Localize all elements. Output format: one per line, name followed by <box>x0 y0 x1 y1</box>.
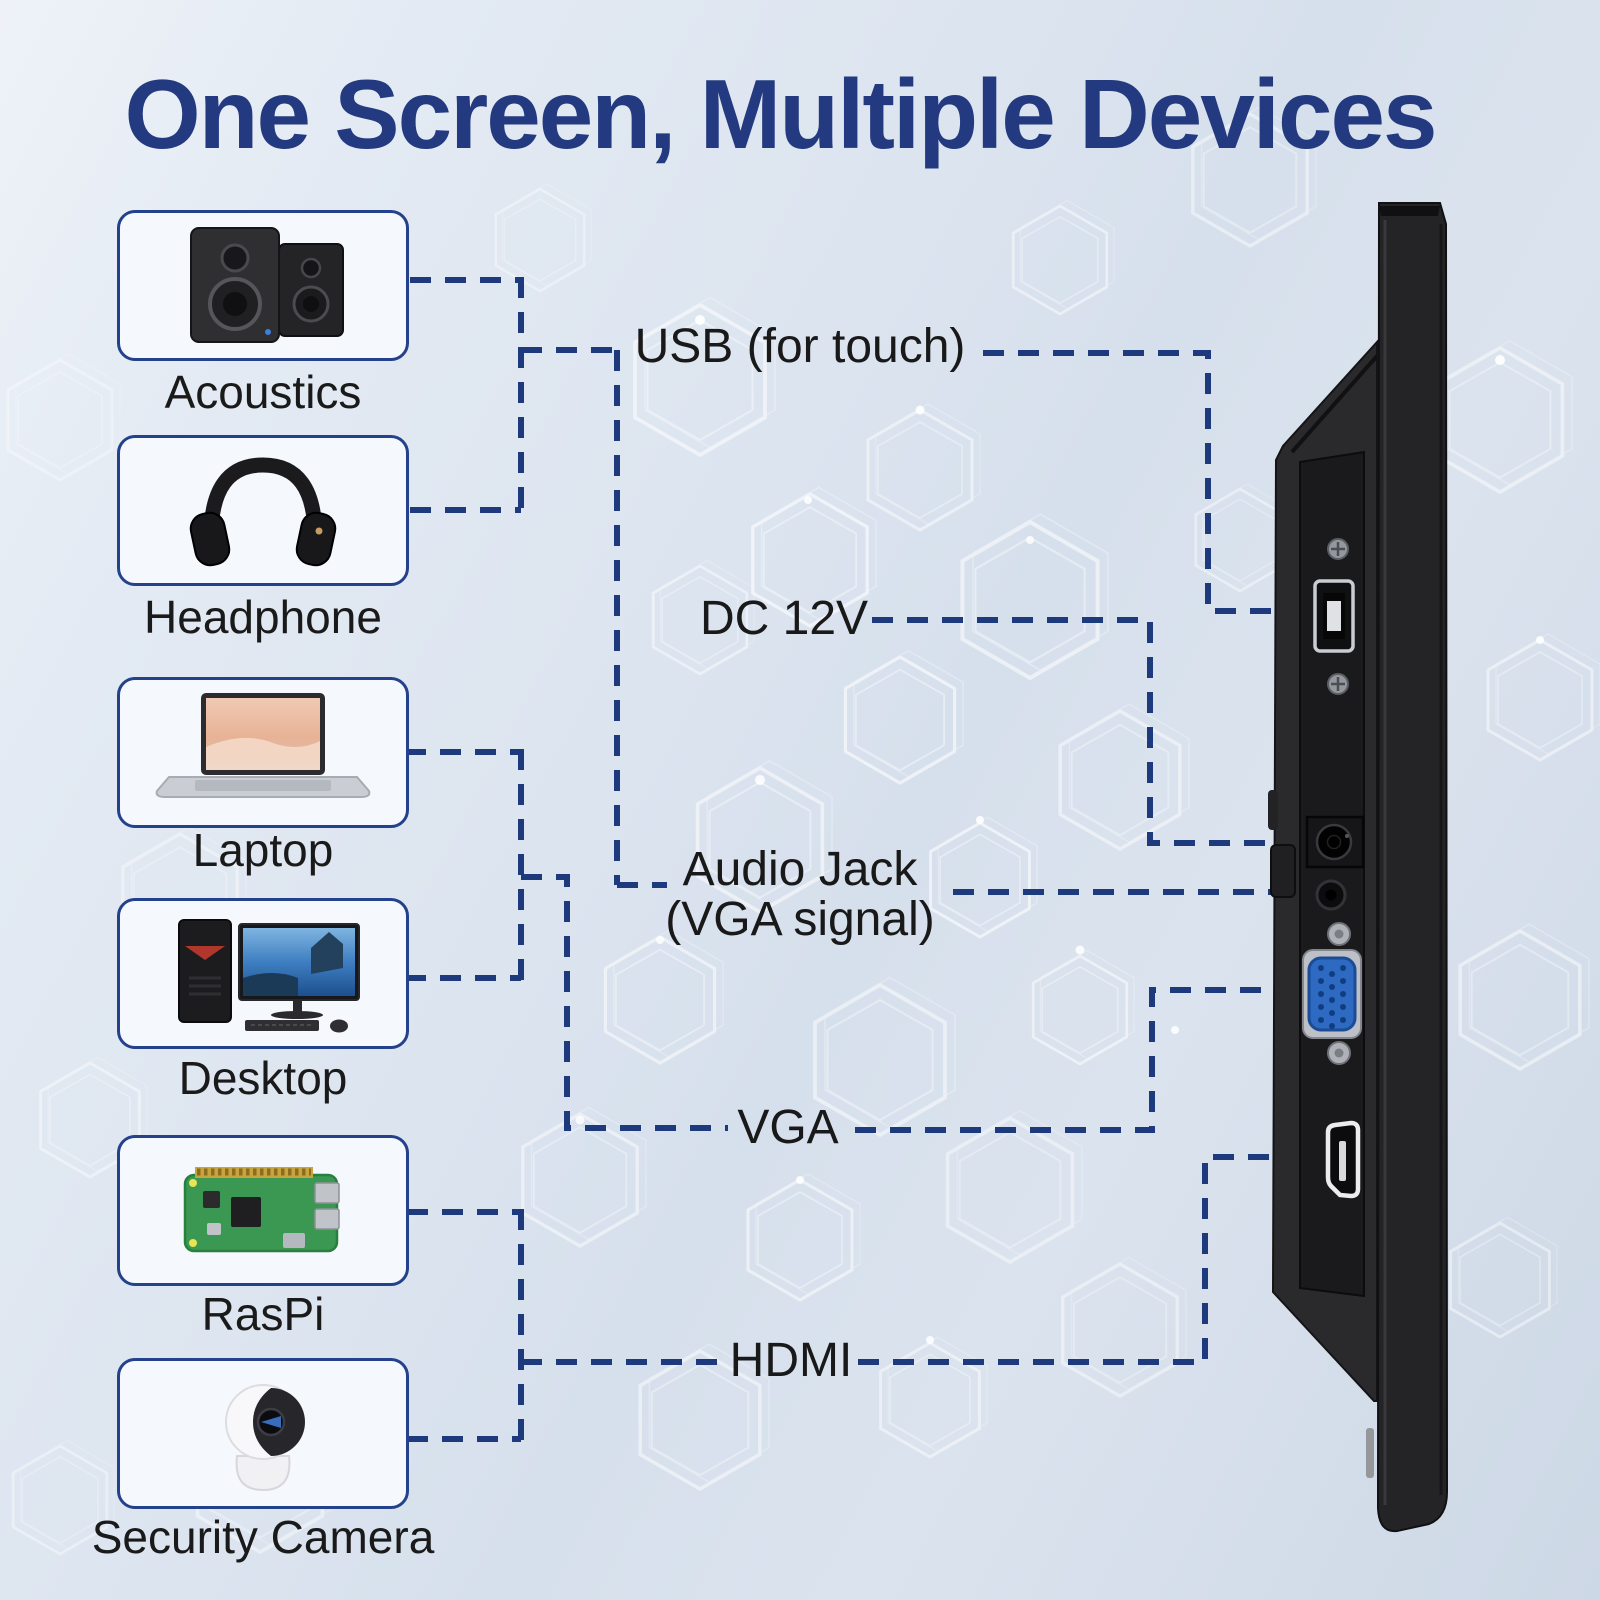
monitor-side-button <box>1268 790 1278 830</box>
screw-icon <box>1327 673 1349 695</box>
port-label-hdmi: HDMI <box>729 1334 853 1387</box>
device-label-desktop: Desktop <box>178 1052 348 1104</box>
device-label-laptop: Laptop <box>192 824 334 876</box>
connector-hdmi-to-port <box>858 1154 1335 1365</box>
usb-port <box>1313 579 1355 653</box>
raspberry-pi-image <box>183 1167 340 1253</box>
monitor-port-panel <box>1299 450 1365 1298</box>
hdmi-port <box>1325 1120 1361 1199</box>
device-card-acoustics <box>117 210 409 361</box>
connector-dc-to-port <box>872 617 1312 846</box>
monitor-side-view <box>1268 202 1449 1533</box>
device-card-headphone <box>117 435 409 586</box>
monitor-side-tab <box>1270 844 1296 898</box>
security-camera-image <box>225 1384 305 1492</box>
port-label-usb: USB (for touch) <box>634 320 966 373</box>
device-label-headphone: Headphone <box>144 591 382 643</box>
screw-icon <box>1327 538 1349 560</box>
vga-port <box>1302 922 1362 1065</box>
device-label-security-camera: Security Camera <box>91 1511 435 1563</box>
monitor-bottom-latch <box>1366 1428 1374 1478</box>
headphone-image <box>189 457 337 567</box>
port-label-dc: DC 12V <box>699 592 869 645</box>
port-label-vga: VGA <box>737 1101 839 1154</box>
port-label-audio-line1: Audio Jack <box>682 843 918 896</box>
laptop-image <box>155 693 371 798</box>
device-card-laptop <box>117 677 409 828</box>
device-card-security-camera <box>117 1358 409 1509</box>
desktop-image <box>178 919 360 1033</box>
page-title: One Screen, Multiple Devices <box>124 59 1437 169</box>
dc-power-port <box>1305 815 1365 869</box>
monitor-top-edge <box>1379 206 1440 216</box>
connector-lines <box>405 277 1335 1442</box>
device-card-raspi <box>117 1135 409 1286</box>
speakers-image <box>190 227 344 343</box>
device-label-raspi: RasPi <box>201 1288 325 1340</box>
monitor-front-slab <box>1376 202 1449 1533</box>
device-label-acoustics: Acoustics <box>164 366 362 418</box>
connector-vga-to-port <box>855 987 1315 1133</box>
device-card-desktop <box>117 898 409 1049</box>
port-label-audio-line2: (VGA signal) <box>665 893 935 946</box>
port-label-audio: Audio Jack (VGA signal) <box>665 845 934 945</box>
connector-usb-to-port <box>983 350 1332 614</box>
monitor-housing-bevel <box>1290 354 1379 454</box>
audio-jack-port <box>1315 879 1347 911</box>
